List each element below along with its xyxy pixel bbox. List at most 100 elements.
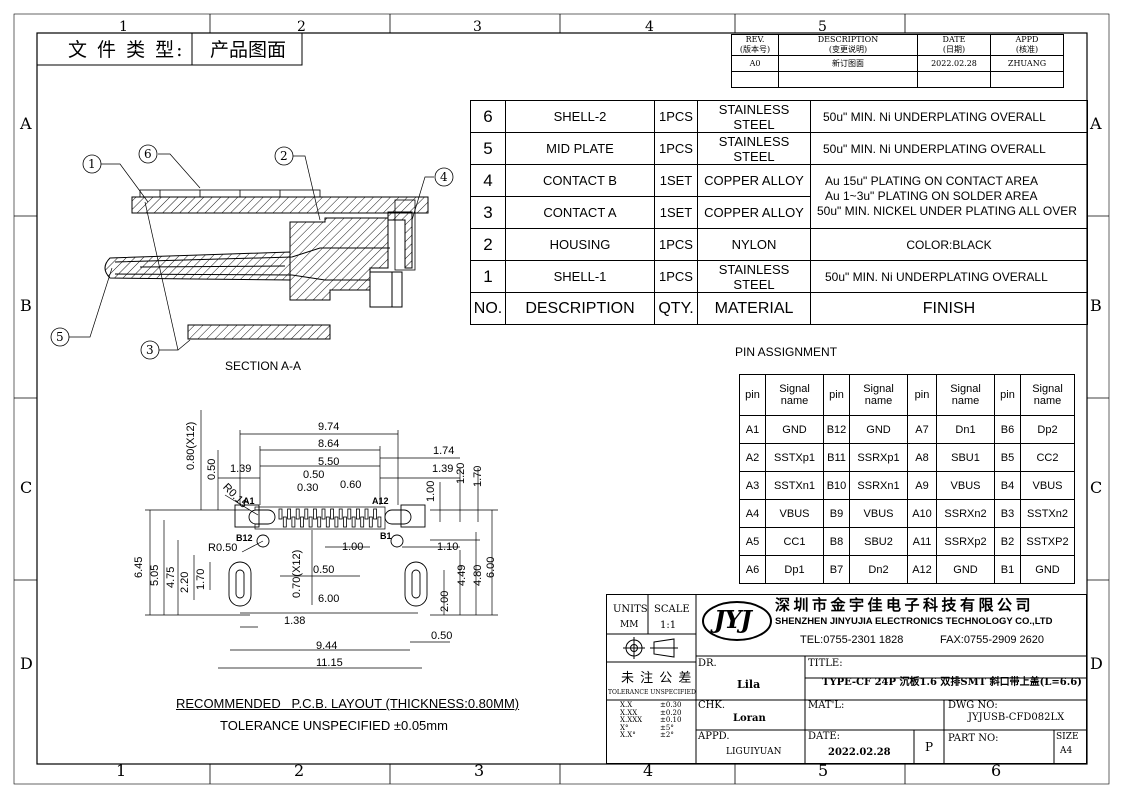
bom-qty: 1PCS (654, 260, 698, 293)
signal-name: SSRXn2 (936, 499, 995, 528)
title-label: TITLE: (808, 658, 843, 669)
pin-id: A1 (739, 415, 766, 444)
pcb-pad (364, 508, 369, 520)
pin-id: B3 (994, 499, 1021, 528)
pin-id: B1 (994, 555, 1021, 584)
signal-h1: Signal (779, 383, 810, 395)
doc-type-value: 产品图面 (210, 39, 287, 61)
balloon-5: 5 (56, 330, 64, 344)
col-number-top: 3 (473, 19, 482, 35)
pcb-pad (368, 516, 373, 528)
balloon-1: 1 (88, 157, 96, 171)
signal-name: CC1 (765, 527, 824, 556)
dim-label: 1.39 (432, 463, 454, 475)
balloon-3: 3 (146, 343, 154, 357)
dim-label: 4.49 (456, 564, 468, 586)
pin-col-header: pin (907, 374, 937, 416)
pin-id: A11 (907, 527, 937, 556)
appd-value: LIGUIYUAN (726, 747, 782, 757)
dim-label: 0.70(X12) (291, 549, 303, 598)
doc-type-label: 文 件 类 型: (68, 39, 185, 61)
size-value: A4 (1060, 746, 1073, 756)
signal-name: Dn1 (936, 415, 995, 444)
col-number: 3 (474, 761, 485, 780)
rev-date: 2022.02.28 (917, 55, 991, 72)
scale-value: 1:1 (660, 620, 677, 631)
pcb-layout (145, 410, 498, 669)
company-name-en: SHENZHEN JINYUJIA ELECTRONICS TECHNOLOGY… (775, 616, 1053, 627)
pcb-pad (312, 508, 317, 520)
date-label: DATE (942, 35, 966, 44)
bom-desc: MID PLATE (505, 132, 655, 165)
dim-label: 1.70 (472, 465, 484, 487)
chk-value: Loran (733, 713, 766, 724)
partno-label: PART NO: (948, 733, 999, 744)
col-number-top: 1 (119, 19, 128, 35)
bom-qty: 1SET (654, 196, 698, 229)
date-value: 2022.02.28 (828, 747, 891, 758)
bom-qty: 1PCS (654, 100, 698, 133)
bom-header-desc: DESCRIPTION (505, 292, 655, 325)
signal-h1: Signal (863, 383, 894, 395)
pcb-pad (304, 508, 309, 520)
tolerance-row: X.XX±0.20 (620, 708, 682, 718)
col-number-top: 2 (297, 19, 306, 35)
dim-label: 1.74 (433, 445, 455, 457)
pcb-pad (347, 508, 352, 520)
pcb-pad (351, 516, 356, 528)
date-cn: (日期) (942, 45, 966, 54)
dim-label: 1.00 (342, 541, 364, 553)
tolerance-sub: TOLERANCE UNSPECIFIED (608, 689, 696, 696)
appd-label: APPD (1015, 35, 1039, 44)
balloon-2: 2 (280, 149, 288, 163)
drawing-title: TYPE-CF 24P 沉板1.6 双排SMT 斜口带上盖(L=6.6) (822, 677, 1082, 688)
signal-h2: name (951, 395, 980, 407)
desc-cn: (变更说明) (828, 45, 868, 54)
pin-id: A8 (907, 443, 937, 472)
signal-h1: Signal (1032, 383, 1063, 395)
pin-marker: B12 (236, 533, 253, 543)
revision-table: REV.(版本号) DESCRIPTION(变更说明) DATE(日期) APP… (731, 34, 1064, 88)
bom-qty: 1SET (654, 164, 698, 197)
signal-name: SBU2 (849, 527, 908, 556)
pin-marker: A1 (243, 496, 255, 506)
tolerance-value: ±0.20 (660, 708, 682, 717)
pcb-pad (343, 516, 347, 528)
col-number: 6 (991, 761, 1002, 780)
pcb-pad (355, 508, 360, 520)
bom-finish: 50u" MIN. Ni UNDERPLATING OVERALL (810, 260, 1088, 293)
dim-label: 4.75 (165, 566, 177, 588)
pin-id: B9 (823, 499, 850, 528)
dim-label: 1.39 (230, 463, 252, 475)
signal-name: SSRXp1 (849, 443, 908, 472)
signal-name: GND (765, 415, 824, 444)
pin-id: A12 (907, 555, 937, 584)
signal-name: GND (936, 555, 995, 584)
signal-name: Dp1 (765, 555, 824, 584)
bom-material: STAINLESS STEEL (697, 260, 811, 293)
dim-label: 1.20 (455, 462, 467, 484)
bom-no: 3 (470, 196, 506, 229)
pin-id: A5 (739, 527, 766, 556)
signal-h2: name (780, 395, 809, 407)
row-letter: D (20, 654, 33, 673)
tolerance-key: X.X° (620, 731, 636, 739)
pin-col-header: pin (994, 374, 1021, 416)
signal-name: GND (1020, 555, 1075, 584)
tolerance-key: X.X (620, 701, 633, 709)
pcb-pad (278, 508, 283, 520)
bom-desc: SHELL-2 (505, 100, 655, 133)
row-letter: C (20, 478, 33, 497)
pin-col-header: pin (739, 374, 766, 416)
size-label: SIZE (1056, 732, 1079, 742)
rev-desc: 新订图面 (778, 55, 918, 72)
row-letter: C (1090, 478, 1103, 497)
